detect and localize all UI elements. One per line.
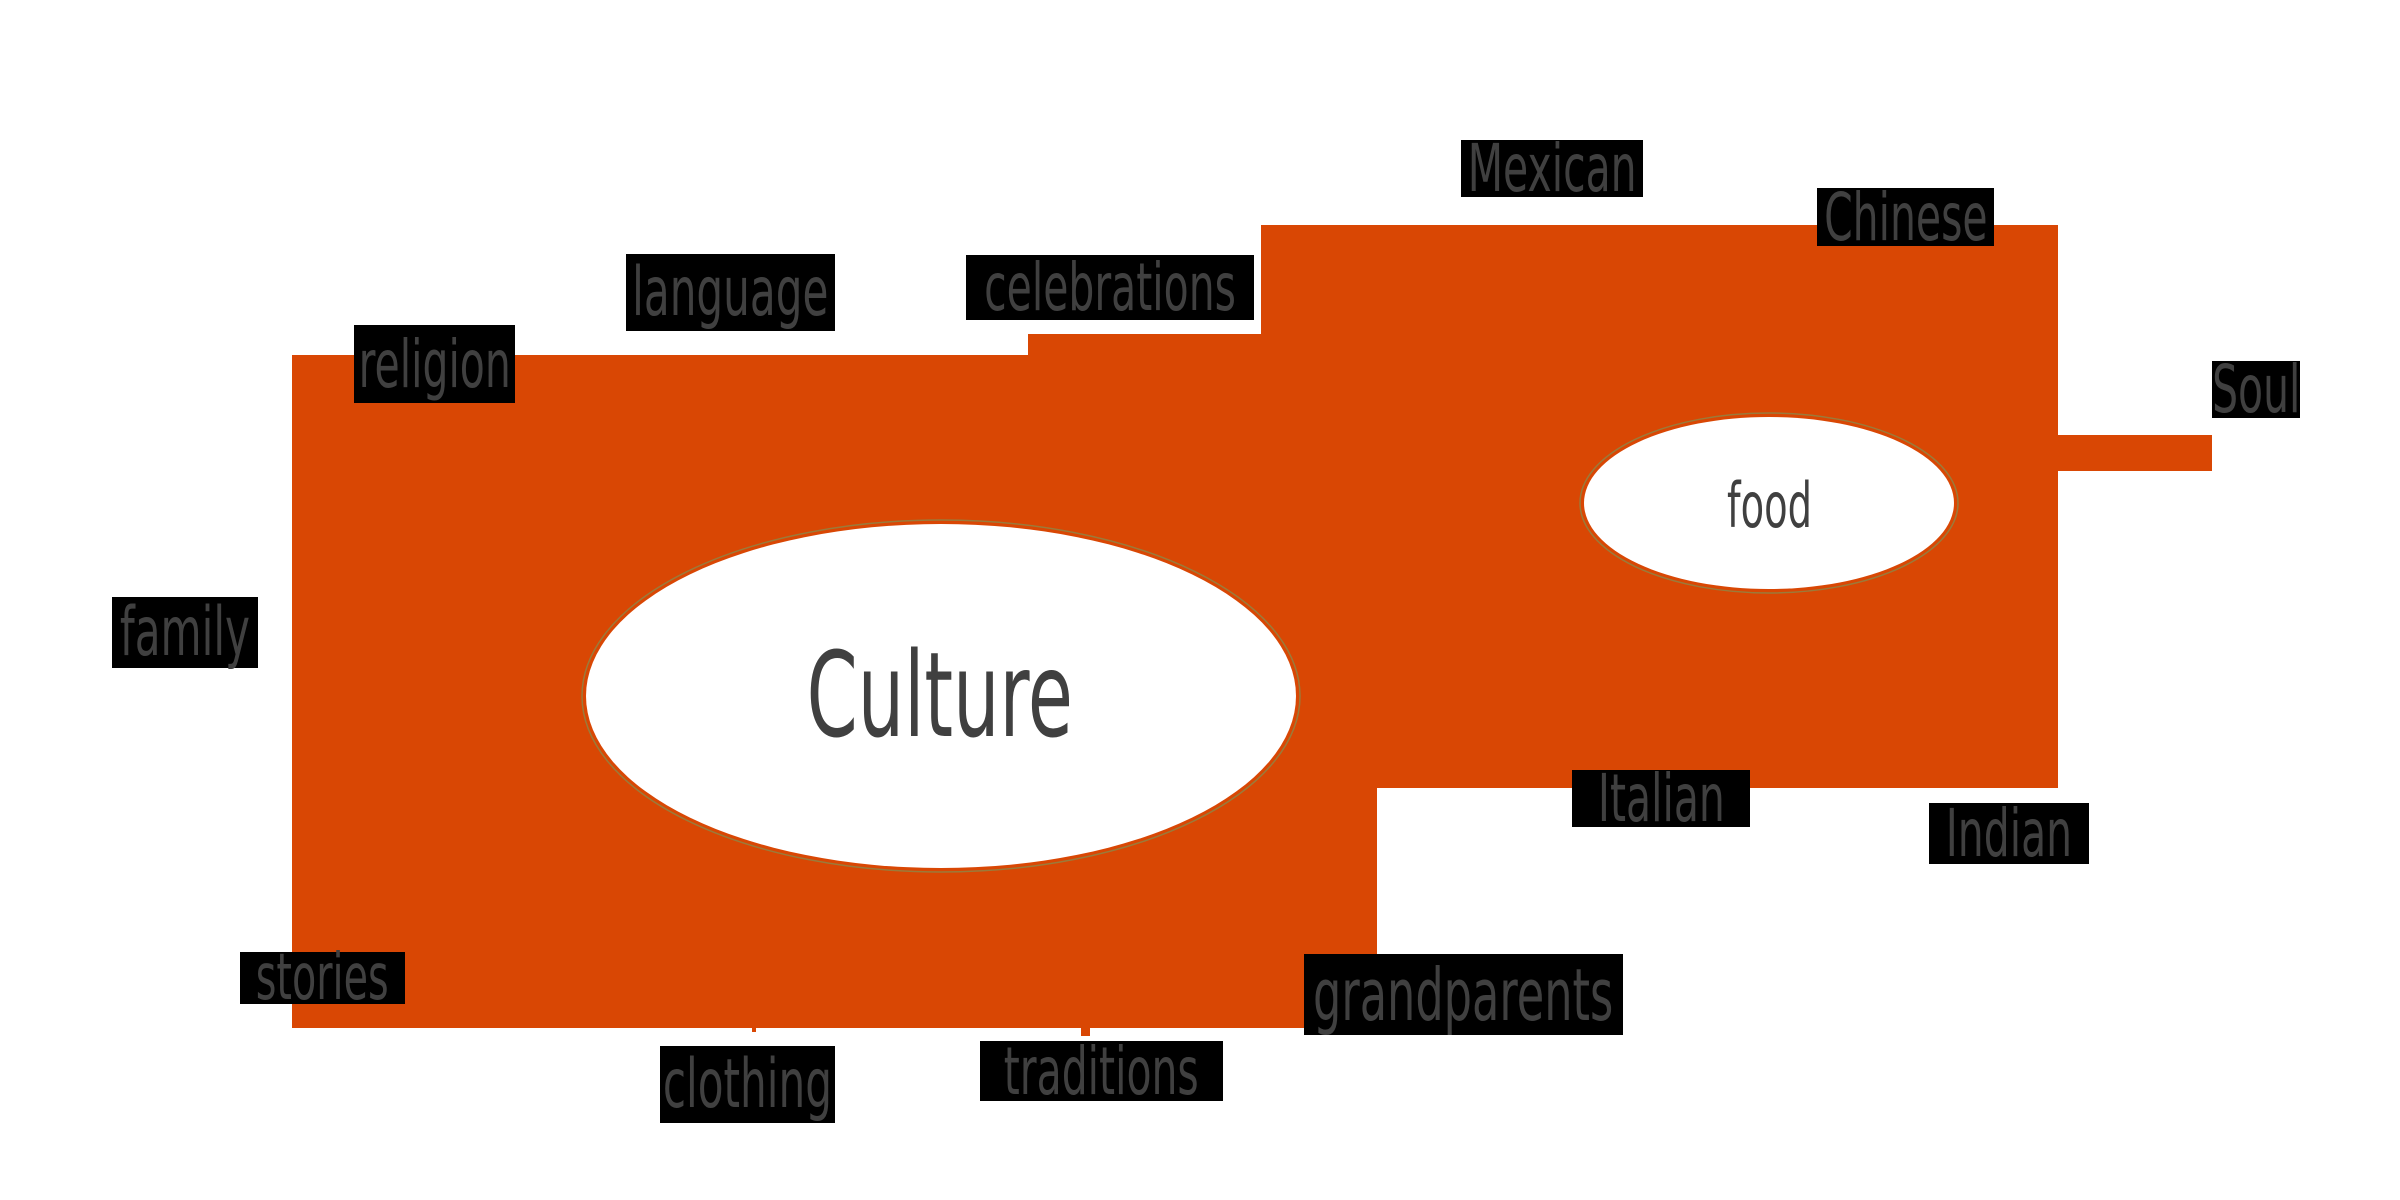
branch-label-traditions[interactable]: traditions	[980, 1033, 1223, 1110]
branch-label-soul[interactable]: Soul	[2212, 351, 2300, 428]
traditions-text: traditions	[1004, 1032, 1199, 1110]
branch-label-family[interactable]: family	[112, 593, 258, 672]
culture-text: Culture	[806, 626, 1074, 764]
soul-text: Soul	[2211, 351, 2301, 428]
tick-mark	[752, 1028, 756, 1032]
food-text: food	[1727, 468, 1813, 542]
food-ellipse[interactable]	[1584, 417, 1954, 589]
food-node-label: food	[1650, 460, 1890, 550]
stories-text: stories	[256, 941, 389, 1015]
branch-label-chinese[interactable]: Chinese	[1817, 179, 1994, 256]
branch-label-mexican[interactable]: Mexican	[1461, 130, 1643, 207]
branch-label-religion[interactable]: religion	[354, 325, 515, 403]
celebrations-text: celebrations	[984, 249, 1236, 326]
branch-label-indian[interactable]: Indian	[1929, 795, 2089, 872]
culture-ellipse-outline	[581, 519, 1301, 873]
branch-label-stories[interactable]: stories	[240, 941, 405, 1015]
branch-label-clothing[interactable]: clothing	[660, 1045, 835, 1124]
italian-text: Italian	[1597, 760, 1725, 837]
chinese-text: Chinese	[1823, 178, 1988, 256]
branch-label-grandparents[interactable]: grandparents	[1304, 952, 1623, 1037]
tick-mark	[1081, 1028, 1090, 1036]
language-text: language	[632, 253, 829, 332]
family-text: family	[119, 593, 251, 672]
mexican-text: Mexican	[1467, 130, 1637, 207]
culture-node-label: Culture	[700, 610, 1180, 780]
branch-label-language[interactable]: language	[626, 253, 835, 332]
religion-text: religion	[358, 325, 511, 403]
indian-text: Indian	[1945, 795, 2073, 872]
branch-label-celebrations[interactable]: celebrations	[966, 249, 1254, 326]
clothing-text: clothing	[662, 1045, 833, 1124]
culture-ellipse[interactable]	[586, 524, 1296, 868]
grandparents-text: grandparents	[1313, 952, 1614, 1037]
food-ellipse-outline	[1579, 412, 1959, 594]
branch-label-italian[interactable]: Italian	[1572, 760, 1750, 837]
